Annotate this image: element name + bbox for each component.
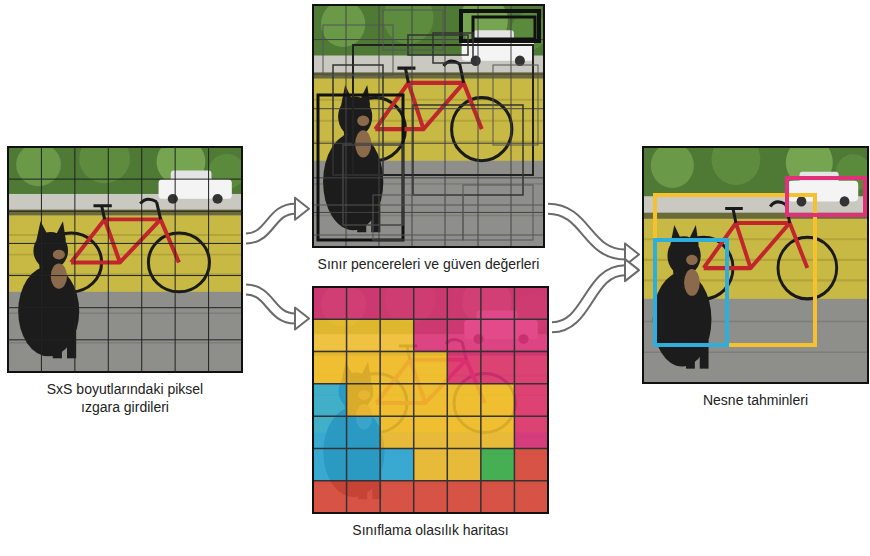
arrow-outline xyxy=(552,270,625,327)
arrow-head xyxy=(625,259,639,281)
image-panel: Nesne tahminleri xyxy=(643,147,868,409)
hollow-arrow xyxy=(552,259,639,327)
image-panel: Sınır pencereleri ve güven değerleri xyxy=(313,5,544,273)
arrow-body xyxy=(246,209,295,239)
arrow-head xyxy=(295,308,309,330)
panel-area xyxy=(313,5,544,247)
panel-area xyxy=(313,287,548,513)
arrow-body xyxy=(246,290,295,319)
arrow-body xyxy=(552,270,625,327)
panel-caption: Sınır pencereleri ve güven değerleri xyxy=(318,255,540,273)
hollow-arrow xyxy=(246,198,309,239)
arrow-head xyxy=(295,198,309,220)
image-panel: SxS boyutlarındaki piksel ızgara girdile… xyxy=(8,147,242,416)
class-probability-map xyxy=(313,274,551,513)
panel-area xyxy=(643,147,868,383)
arrow-outline xyxy=(548,209,625,255)
hollow-arrow xyxy=(246,290,309,330)
input-image xyxy=(8,134,245,372)
image-panel: Sınıflama olasılık haritası xyxy=(313,287,548,539)
bounding-box-image xyxy=(313,0,547,247)
arrow-body xyxy=(548,209,625,255)
panel-area xyxy=(8,147,242,372)
panel-caption: SxS boyutlarındaki piksel ızgara girdile… xyxy=(38,380,213,416)
panel-caption: Nesne tahminleri xyxy=(703,391,808,409)
prediction-image xyxy=(643,134,870,383)
arrow-outline xyxy=(246,209,295,239)
hollow-arrow xyxy=(548,209,639,266)
arrow-outline xyxy=(246,290,295,319)
panel-caption: Sınıflama olasılık haritası xyxy=(352,521,508,539)
